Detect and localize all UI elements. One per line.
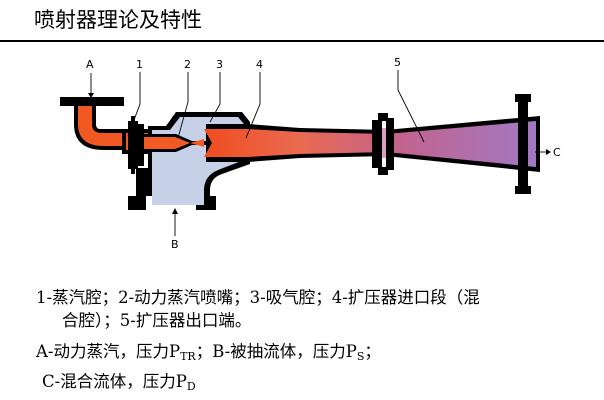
label-a: A: [86, 58, 94, 71]
caption-line-3-sub-s: S: [356, 350, 365, 363]
label-3: 3: [216, 58, 223, 71]
label-1: 1: [136, 58, 143, 71]
caption-line-3-sub-tr: TR: [180, 350, 196, 363]
page-title: 喷射器理论及特性: [34, 8, 202, 32]
label-2: 2: [184, 58, 191, 71]
caption-line-3-a: A-动力蒸汽，压力P: [36, 342, 181, 361]
diffuser-flange: [372, 113, 394, 175]
caption-line-4: C-混合流体，压力PD: [42, 368, 196, 393]
caption-line-2: 合腔）；5-扩压器出口端。: [62, 311, 252, 330]
ejector-diagram: A 1 2 3 4 5 B C: [60, 56, 561, 251]
caption-line-3-b: ；B-被抽流体，压力P: [195, 342, 357, 361]
caption-line-4-sub-d: D: [186, 380, 196, 393]
leader-2: [177, 72, 189, 139]
steam-inlet-pipe: [60, 97, 126, 150]
leader-lines: [88, 70, 551, 236]
leader-1: [127, 72, 141, 137]
label-5: 5: [394, 56, 401, 69]
leader-5: [397, 70, 425, 143]
caption-line-3: A-动力蒸汽，压力PTR；B-被抽流体，压力PS；: [36, 338, 381, 363]
label-b: B: [171, 238, 179, 251]
title-divider: [0, 40, 604, 42]
leader-4: [245, 72, 261, 139]
motive-nozzle: [142, 134, 206, 152]
label-4: 4: [256, 58, 263, 71]
caption-line-3-c: ；: [364, 342, 381, 361]
nozzle-flanges: [128, 116, 144, 174]
caption-line-1: 1-蒸汽腔；2-动力蒸汽喷嘴；3-吸气腔；4-扩压器进口段（混: [36, 288, 480, 307]
caption-line-4-a: C-混合流体，压力P: [42, 372, 187, 391]
label-c: C: [553, 146, 561, 159]
leader-3: [209, 72, 221, 123]
outlet-flange: [515, 94, 531, 194]
